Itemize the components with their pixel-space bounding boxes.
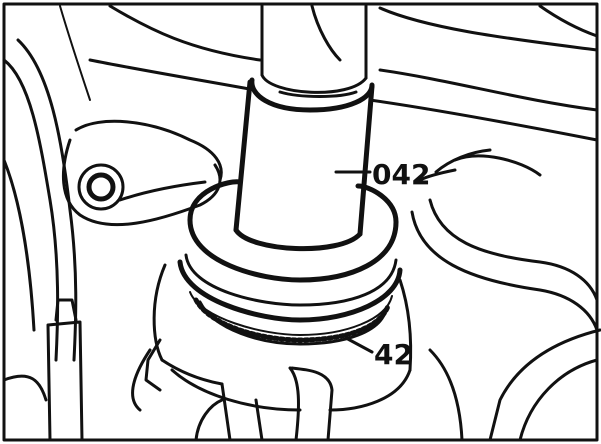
housing-contours: [88, 4, 599, 142]
right-housing: [410, 154, 601, 442]
leader-extension: [434, 148, 492, 174]
left-cables: [2, 5, 91, 442]
callout-seal-label: 42: [374, 338, 413, 371]
leader-line-seal: [344, 336, 374, 354]
bracket-bolt: [61, 119, 223, 227]
tool-shaft: [233, 4, 375, 237]
lower-housing: [131, 263, 413, 442]
callout-tool-label: 042: [372, 158, 430, 191]
seal-assembly: [177, 179, 403, 346]
